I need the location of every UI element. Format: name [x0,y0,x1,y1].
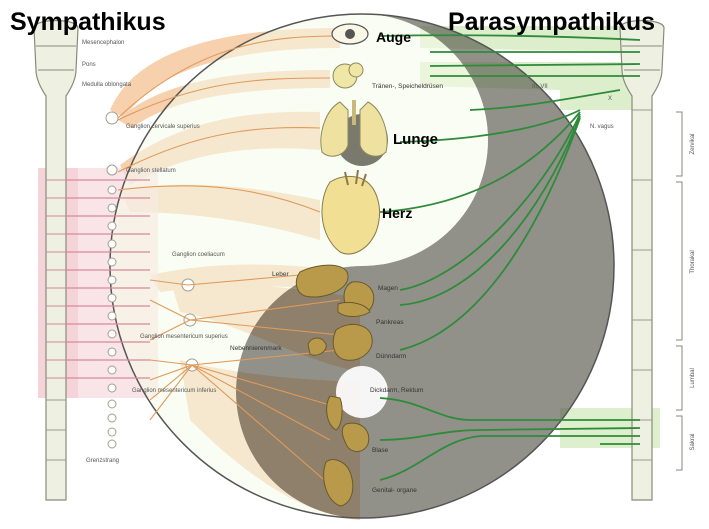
label-mesencephalon: Mesencephalon [82,40,124,46]
label-nebennierenmark: Nebennierenmark [230,345,282,352]
label-sakral: Sakral [690,433,696,450]
label-ggl-mes-sup: Ganglion mesentericum superius [140,334,228,340]
label-medulla: Medulla oblongata [82,82,132,88]
label-magen: Magen [378,285,398,292]
label-duenndarm: Dünndarm [376,353,406,360]
label-genitale: Genital- organe [372,487,417,494]
label-pankreas: Pankreas [376,319,404,326]
eye-icon [332,24,368,44]
title-sympathikus: Sympathikus [10,8,166,36]
label-ggl-mes-inf: Ganglion mesentericum inferius [132,388,216,394]
label-leber: Leber [272,271,289,278]
label-blase: Blase [372,447,389,454]
title-parasympathikus: Parasympathikus [448,8,655,36]
label-traenen: Tränen-, Speicheldrüsen [372,83,443,90]
label-n-iii-vii: III, VII [532,84,548,90]
label-lunge: Lunge [393,131,438,148]
label-zervikal: Zervikal [690,133,696,154]
label-thorakal: Thorakal [690,250,696,273]
label-pons: Pons [82,62,96,68]
label-ggl-stellatum: Ganglion stellatum [126,168,176,174]
label-auge: Auge [376,29,411,45]
label-ggl-coeliacum: Ganglion coeliacum [172,252,225,258]
label-ggl-cervicale: Ganglion cervicale superius [126,124,200,130]
label-n-x: X [608,96,612,102]
label-lumbal: Lumbal [690,368,696,388]
label-herz: Herz [382,205,412,221]
segment-labels: Zervikal Thorakal Lumbal Sakral [690,133,696,450]
label-n-vagus: N. vagus [590,124,614,130]
label-dickdarm: Dickdarm, Rektum [370,387,423,394]
label-grenzstrang: Grenzstrang [86,458,119,464]
